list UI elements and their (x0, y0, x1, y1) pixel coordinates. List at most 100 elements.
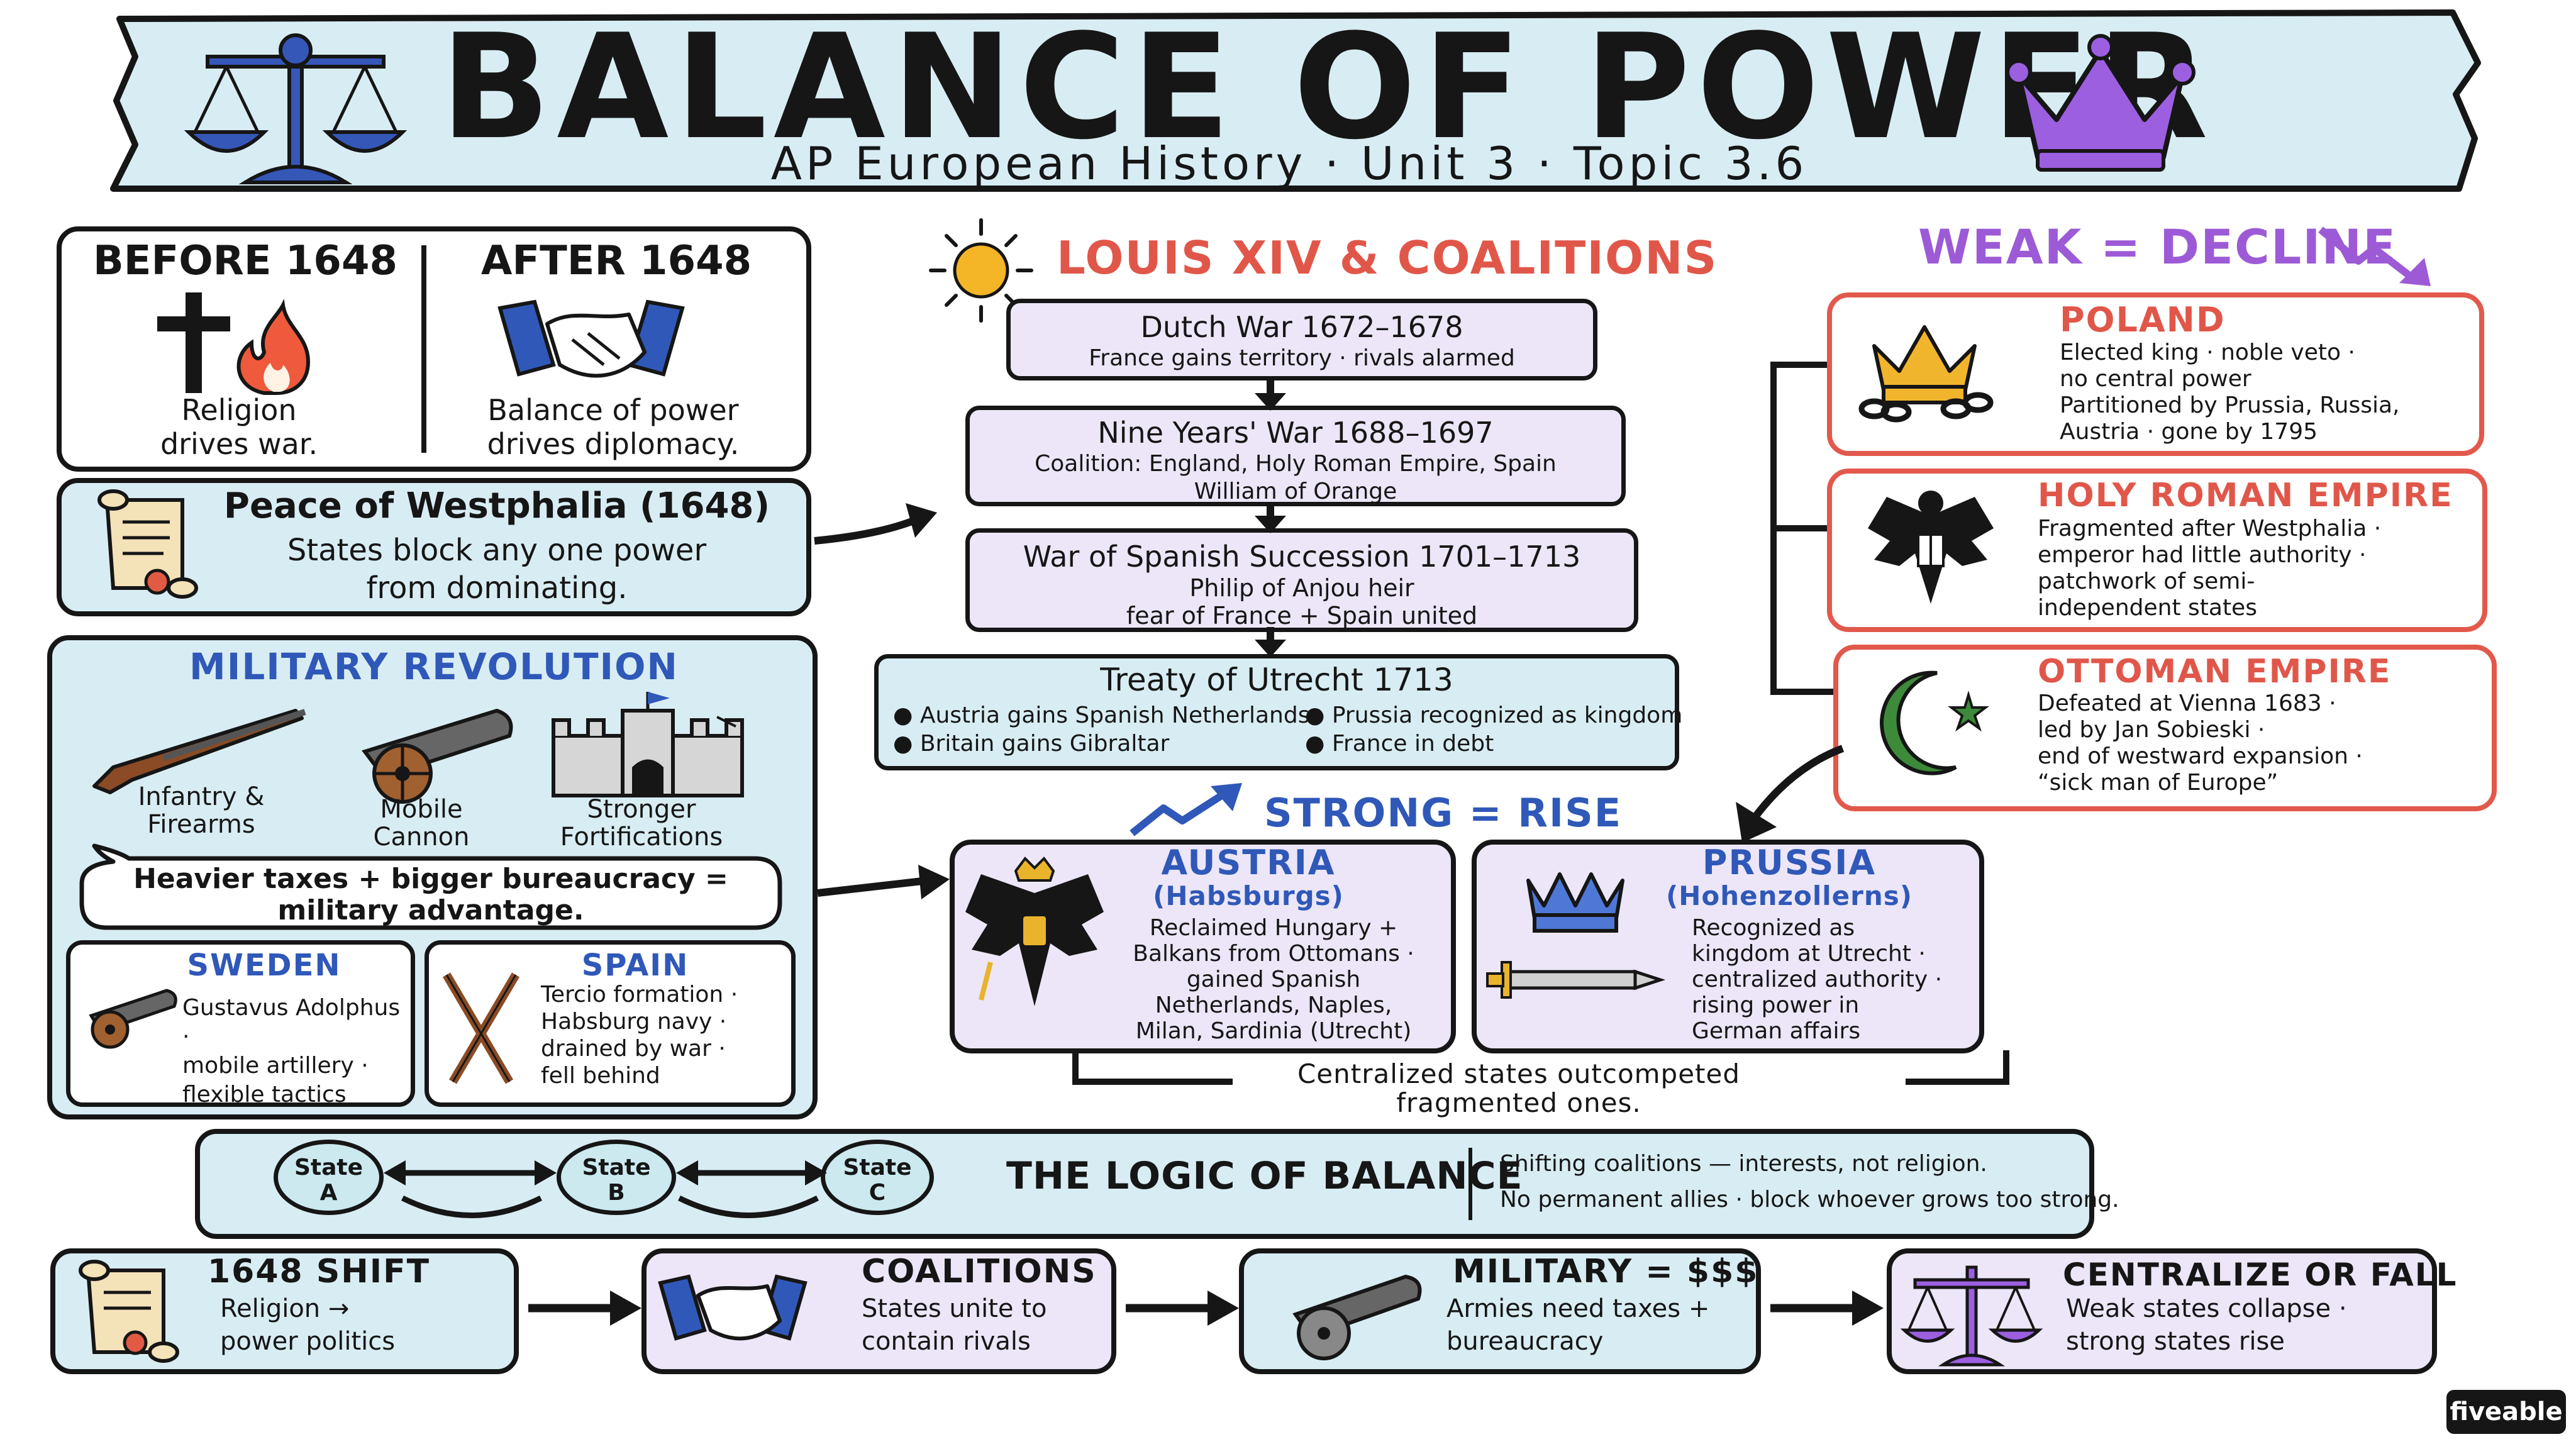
utrecht-bullet: ● France in debt (1305, 731, 1494, 757)
event-detail: Coalition: England, Holy Roman Empire, S… (1035, 451, 1557, 504)
weak-state-name: OTTOMAN EMPIRE (2038, 653, 2392, 691)
after-text: Balance of power drives diplomacy. (487, 393, 740, 461)
sweden-title: SWEDEN (187, 948, 341, 983)
scroll-icon (79, 1260, 179, 1363)
divider (421, 245, 426, 453)
weak-state-text: Elected king · noble veto · no central p… (2060, 340, 2400, 445)
weak-title: WEAK = DECLINE (1918, 219, 2397, 275)
military-item-label: Infantry & Firearms (138, 782, 265, 839)
state-oval: State B (557, 1140, 676, 1215)
crown-icon (2006, 34, 2196, 172)
event-box[interactable]: Dutch War 1672–1678 France gains territo… (1006, 299, 1597, 380)
trend-up-icon (1130, 783, 1242, 836)
prussia-name: PRUSSIA (1702, 843, 1877, 882)
event-box[interactable]: War of Spanish Succession 1701–1713 Phil… (965, 528, 1638, 632)
logic-line: Shifting coalitions — interests, not rel… (1500, 1151, 1987, 1177)
double-arrow (384, 1160, 827, 1218)
brand-logo: fiveable (2446, 1390, 2566, 1434)
prussia-text: Recognized as kingdom at Utrecht · centr… (1692, 915, 1943, 1044)
utrecht-bullet: ● Prussia recognized as kingdom (1305, 702, 1683, 728)
arrow (1255, 503, 1286, 533)
summary-card[interactable] (1887, 1248, 2437, 1374)
summary-text: Weak states collapse · strong states ris… (2066, 1294, 2347, 1356)
summary-text: Armies need taxes + bureaucracy (1446, 1294, 1710, 1356)
cannon-icon (362, 708, 513, 804)
crown-chain-icon (1858, 325, 1994, 423)
event-detail: France gains territory · rivals alarmed (1089, 345, 1515, 371)
event-detail: Philip of Anjou heir fear of France + Sp… (1126, 574, 1478, 630)
event-title: War of Spanish Succession 1701–1713 (1023, 540, 1581, 574)
before-title: BEFORE 1648 (92, 238, 398, 284)
crescent-icon (1880, 670, 1989, 775)
state-oval: State A (274, 1140, 384, 1215)
arrow (528, 1291, 641, 1326)
crown-sword-icon (1486, 872, 1666, 999)
utrecht-title: Treaty of Utrecht 1713 (1100, 662, 1453, 698)
weak-state-text: Defeated at Vienna 1683 · led by Jan Sob… (2038, 691, 2363, 796)
arrow (814, 503, 937, 545)
scales-icon (1900, 1265, 2043, 1367)
scales-icon (184, 33, 408, 184)
before-text: Religion drives war. (160, 393, 318, 461)
utrecht-bullet: ● Britain gains Gibraltar (893, 731, 1170, 757)
double-eagle-icon (965, 856, 1104, 1006)
event-title: Dutch War 1672–1678 (1140, 310, 1463, 344)
summary-title: 1648 SHIFT (208, 1253, 431, 1291)
page-subtitle: AP European History · Unit 3 · Topic 3.6 (770, 137, 1808, 190)
logic-line: No permanent allies · block whoever grow… (1500, 1187, 2119, 1213)
arrow (1736, 745, 1845, 843)
arrow (1126, 1291, 1239, 1326)
austria-text: Reclaimed Hungary + Balkans from Ottoman… (1133, 915, 1414, 1044)
arrow (817, 865, 950, 899)
utrecht-box[interactable] (874, 654, 1679, 770)
event-box[interactable]: Nine Years' War 1688–1697 Coalition: Eng… (965, 406, 1626, 506)
sweden-text: Gustavus Adolphus · mobile artillery · f… (182, 995, 401, 1108)
sun-icon (929, 218, 1033, 323)
fortress-icon (552, 692, 744, 797)
cannon-icon (1292, 1274, 1422, 1360)
arrow (1770, 1291, 1884, 1326)
speech-bubble (79, 843, 782, 930)
military-item-label: Stronger Fortifications (560, 795, 723, 852)
before-after-panel (57, 226, 811, 472)
austria-sub: (Habsburgs) (1153, 880, 1344, 911)
page-title: BALANCE OF POWER (440, 4, 2215, 172)
spain-text: Tercio formation · Habsburg navy · drain… (541, 982, 738, 1089)
weak-state-card[interactable] (1833, 645, 2497, 811)
military-bubble-text: Heavier taxes + bigger bureaucracy = mil… (133, 863, 728, 926)
westphalia-title: Peace of Westphalia (1648) (223, 486, 770, 526)
strong-title: STRONG = RISE (1264, 790, 1623, 836)
louis-title: LOUIS XIV & COALITIONS (1057, 231, 1718, 284)
weak-state-text: Fragmented after Westphalia · emperor ha… (2038, 516, 2382, 621)
prussia-sub: (Hohenzollerns) (1666, 880, 1913, 911)
after-title: AFTER 1648 (480, 238, 752, 284)
eagle-icon (1868, 491, 1994, 604)
utrecht-bullet: ● Austria gains Spanish Netherlands (893, 702, 1310, 728)
summary-title: CENTRALIZE OR FALL (2063, 1257, 2458, 1293)
spain-title: SPAIN (581, 948, 689, 983)
scroll-icon (97, 489, 198, 599)
logic-panel (195, 1129, 2094, 1239)
military-title: MILITARY REVOLUTION (189, 645, 679, 688)
westphalia-text: States block any one power from dominati… (287, 533, 707, 606)
summary-text: States unite to contain rivals (862, 1294, 1047, 1356)
summary-title: MILITARY = $$$ (1453, 1253, 1759, 1291)
trend-down-icon (2318, 226, 2431, 286)
military-item-label: Mobile Cannon (373, 795, 470, 852)
crossed-muskets-icon (442, 972, 520, 1084)
summary-text: Religion → power politics (220, 1294, 396, 1356)
cannon-icon (89, 989, 177, 1049)
weak-state-name: POLAND (2060, 300, 2226, 340)
event-title: Nine Years' War 1688–1697 (1097, 416, 1494, 450)
weak-state-name: HOLY ROMAN EMPIRE (2038, 477, 2453, 514)
handshake-icon (497, 299, 685, 378)
header-banner (110, 9, 2481, 192)
arrow (1255, 380, 1286, 411)
strong-caption: Centralized states outcompeted fragmente… (1297, 1058, 1741, 1118)
arrow (1255, 627, 1286, 657)
divider (1468, 1148, 1472, 1220)
state-oval: State C (821, 1140, 934, 1215)
summary-title: COALITIONS (862, 1253, 1097, 1291)
cross-fire-icon (157, 292, 311, 395)
logic-title: THE LOGIC OF BALANCE (1006, 1154, 1523, 1198)
